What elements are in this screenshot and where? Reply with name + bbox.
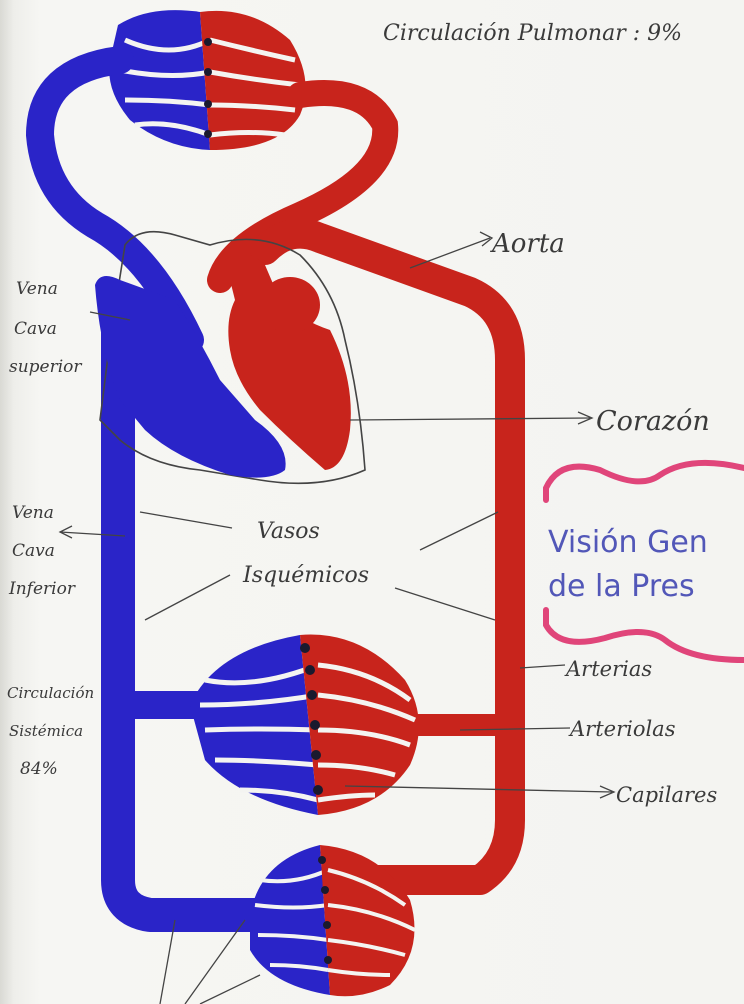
label-vasos-1: Vasos (257, 519, 320, 544)
label-cs-2: Sistémica (9, 722, 83, 740)
label-vasos-2: Isquémicos (242, 563, 369, 588)
label-vcs-2: Cava (14, 319, 57, 339)
label-vci-1: Vena (12, 503, 54, 523)
label-vci-3: Inferior (8, 579, 76, 599)
side-note: Visión Gen de la Pres (546, 463, 744, 660)
label-cs-1: Circulación (7, 684, 94, 702)
label-arteriolas: Arteriolas (568, 717, 676, 741)
label-capilares: Capilares (616, 783, 717, 807)
pulmonary-capillary-bed (109, 10, 305, 150)
side-note-line-1: Visión Gen (548, 525, 708, 560)
label-vcs-3: superior (9, 357, 82, 377)
label-aorta: Aorta (490, 229, 565, 259)
label-arterias: Arterias (564, 657, 652, 681)
title: Circulación Pulmonar : 9% (383, 21, 682, 46)
label-cs-3: 84% (20, 759, 58, 779)
side-note-line-2: de la Pres (548, 569, 695, 604)
label-corazon: Corazón (596, 406, 710, 437)
label-vcs-1: Vena (16, 279, 58, 299)
label-vci-2: Cava (12, 541, 55, 561)
systemic-capillary-bed (190, 635, 419, 815)
